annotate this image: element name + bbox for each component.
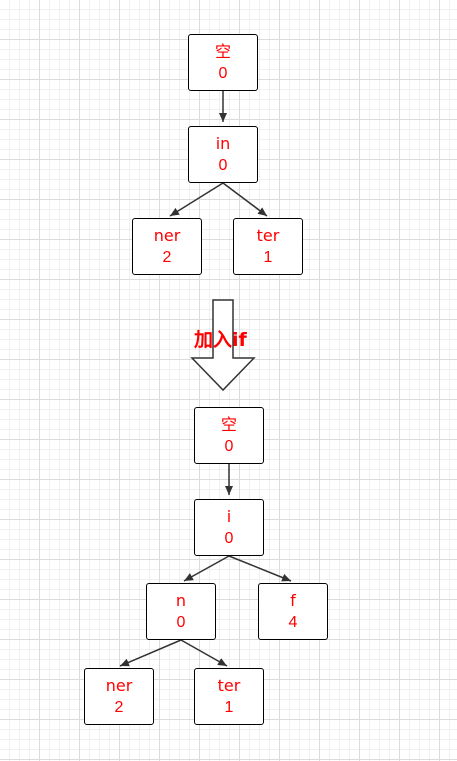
node-label: f — [290, 590, 296, 610]
edge-in-to-ner — [169, 182, 224, 217]
edge-i-to-f — [228, 555, 292, 582]
transition-label: 加入if — [194, 329, 247, 351]
node-value: 0 — [218, 64, 228, 82]
node-root-before: 空 0 — [188, 34, 258, 91]
node-value: 4 — [288, 613, 298, 631]
node-value: 0 — [176, 613, 186, 631]
node-root-after: 空 0 — [194, 407, 264, 464]
node-value: 0 — [218, 156, 228, 174]
down-arrow-icon — [190, 299, 256, 392]
node-ter-before: ter 1 — [233, 218, 303, 275]
node-label: ner — [153, 225, 181, 245]
edge-i-to-n — [183, 555, 230, 582]
node-n-after: n 0 — [146, 583, 216, 640]
node-value: 0 — [224, 437, 234, 455]
node-label: in — [215, 133, 231, 153]
node-ner-before: ner 2 — [132, 218, 202, 275]
node-value: 2 — [114, 698, 124, 716]
node-label: ter — [256, 225, 280, 245]
node-ner-after: ner 2 — [84, 668, 154, 725]
node-i-after: i 0 — [194, 499, 264, 556]
edge-n-to-ter — [180, 639, 228, 667]
node-label: n — [175, 590, 187, 610]
edge-in-to-ter — [222, 182, 268, 217]
node-value: 2 — [162, 248, 172, 266]
edge-n-to-ner — [119, 639, 182, 667]
node-label: 空 — [220, 414, 237, 434]
node-f-after: f 4 — [258, 583, 328, 640]
node-value: 0 — [224, 529, 234, 547]
node-label: i — [226, 506, 232, 526]
node-value: 1 — [224, 698, 234, 716]
node-ter-after: ter 1 — [194, 668, 264, 725]
node-value: 1 — [263, 248, 273, 266]
node-label: 空 — [214, 41, 231, 61]
node-label: ter — [217, 675, 241, 695]
node-in-before: in 0 — [188, 126, 258, 183]
node-label: ner — [105, 675, 133, 695]
